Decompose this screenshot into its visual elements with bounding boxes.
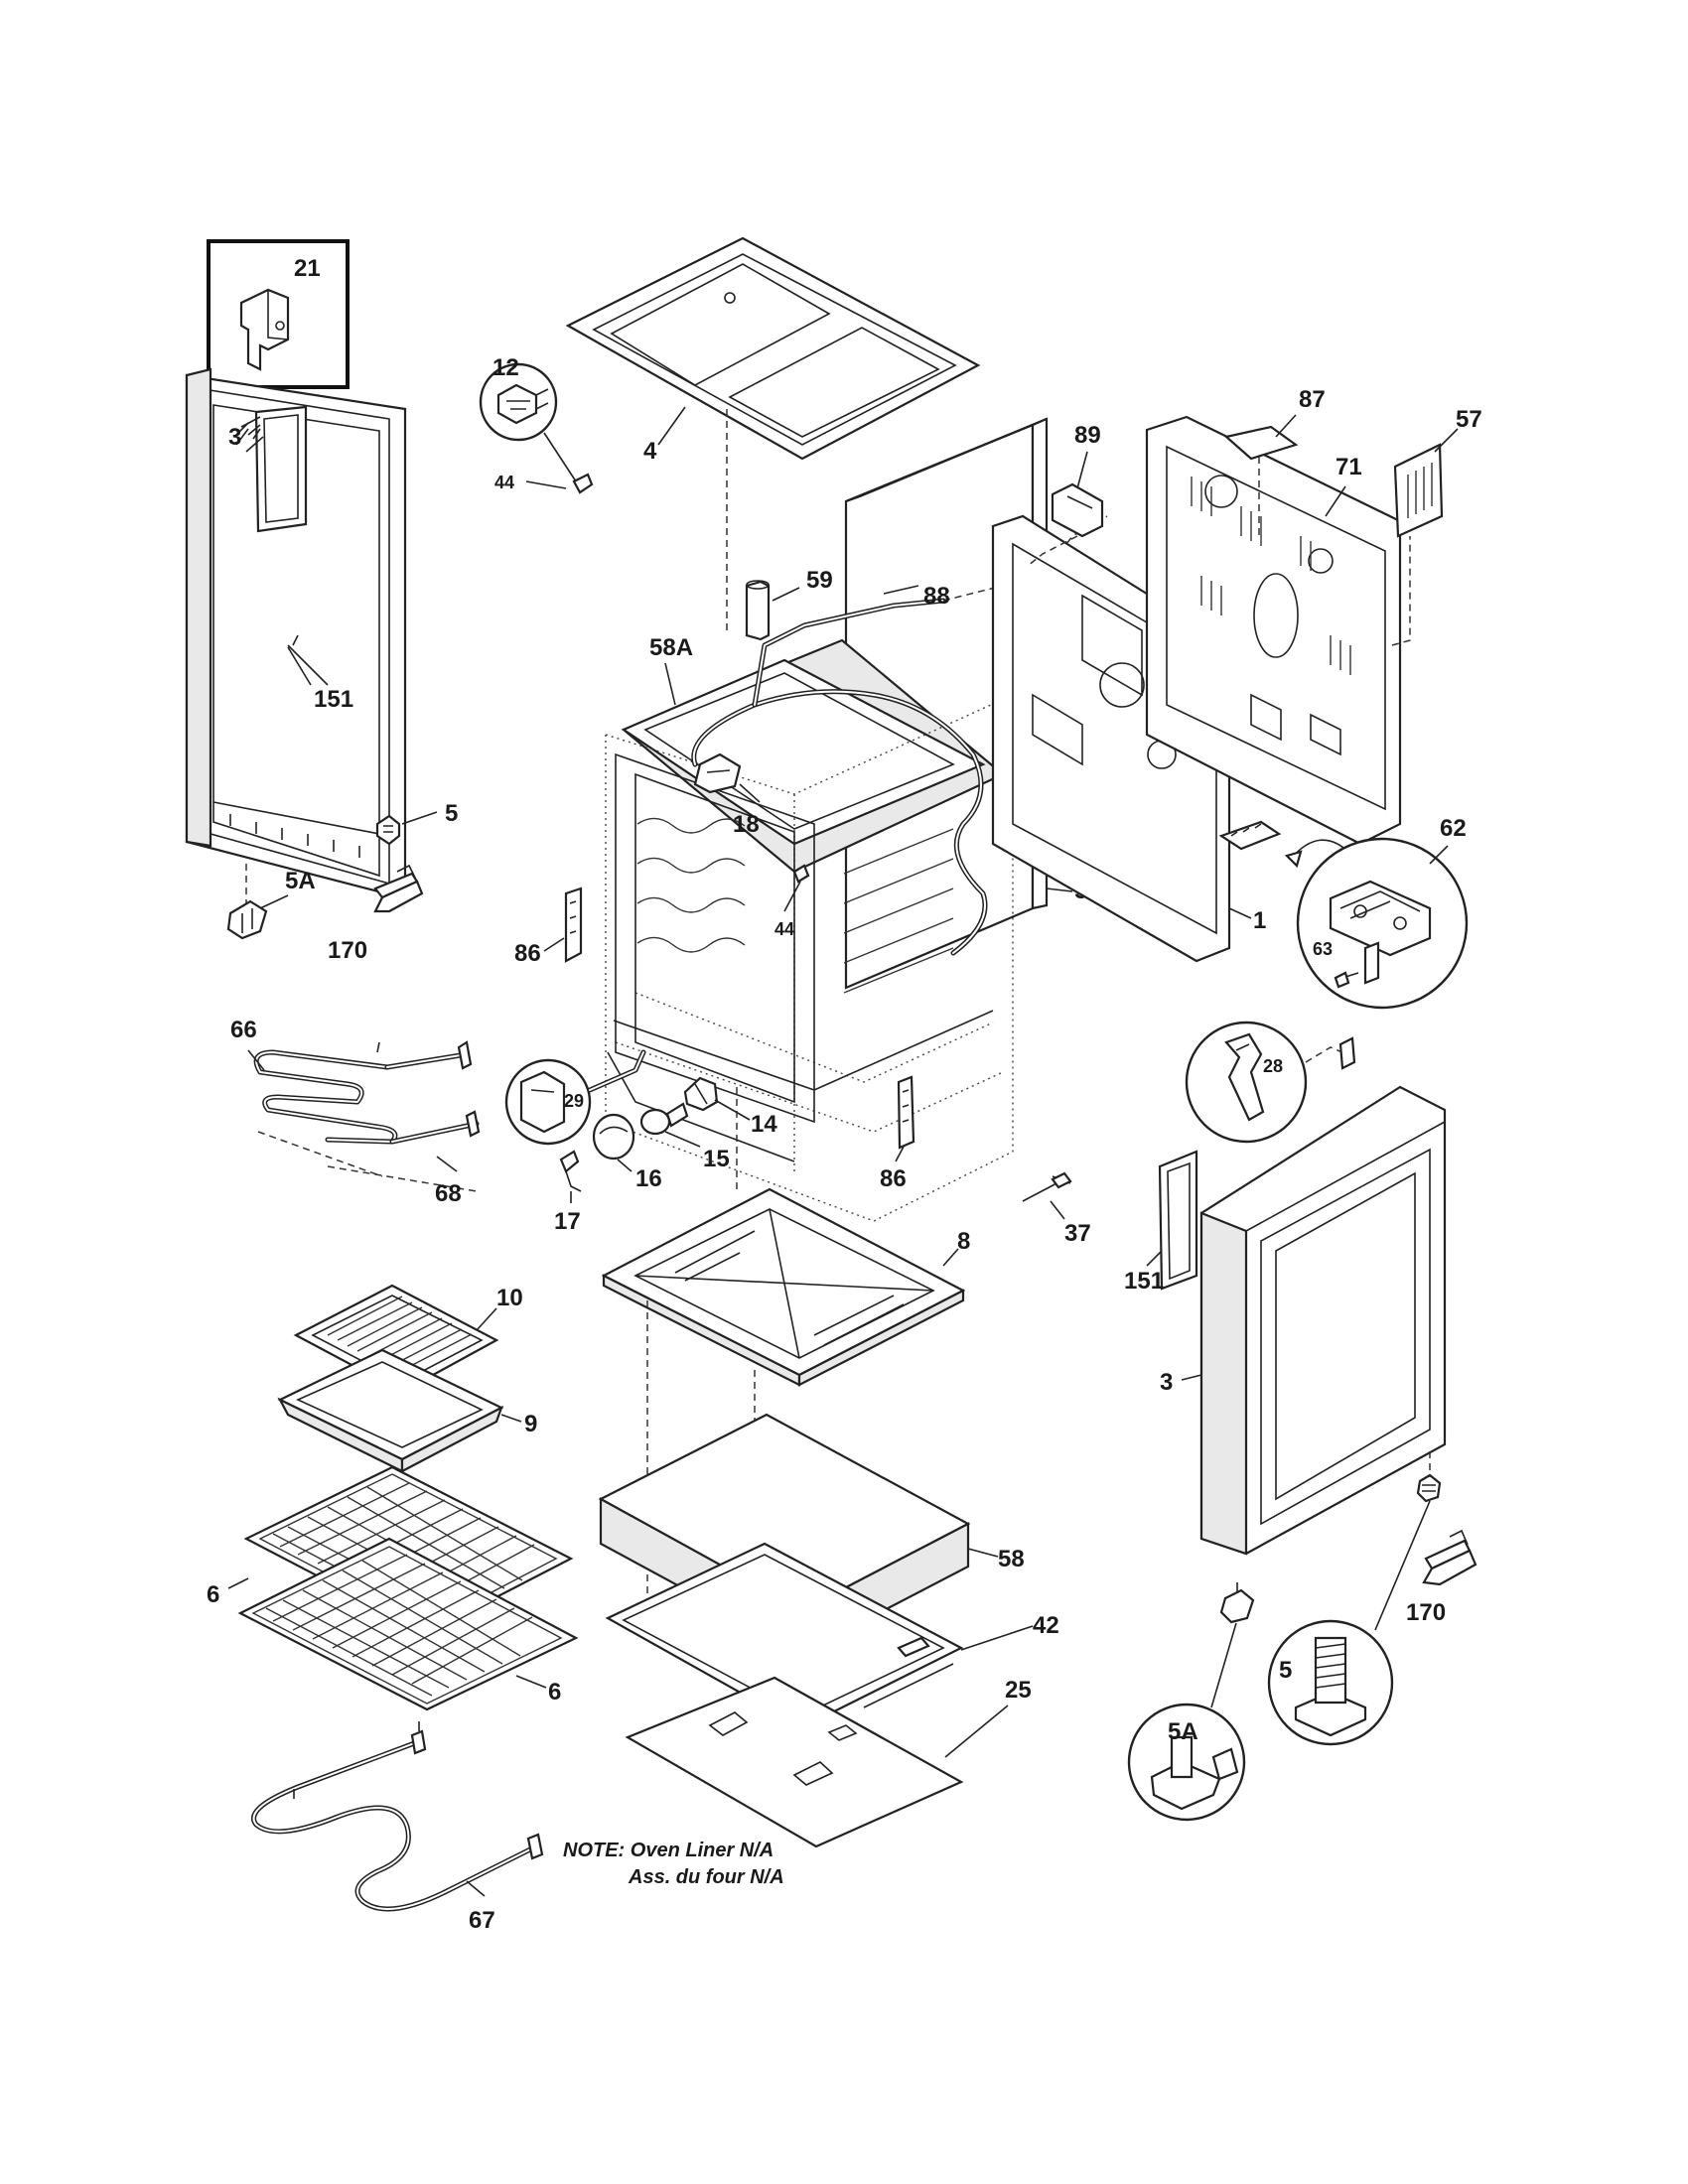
label-15: 15	[703, 1146, 730, 1172]
label-5A-right: 5A	[1168, 1718, 1198, 1745]
part-15-bulb: 15	[639, 1102, 730, 1172]
part-5-left-hinge: 5 5A	[226, 800, 458, 940]
part-86-right-bracket: 86	[880, 1075, 915, 1192]
label-3-left: 3	[228, 424, 241, 451]
label-68: 68	[435, 1180, 462, 1207]
label-4: 4	[643, 438, 657, 465]
note-block: NOTE: Oven Liner N/A Ass. du four N/A	[563, 1840, 784, 1888]
part-29-inset: 29	[504, 1049, 646, 1146]
part-25-bottom-panel: 25	[625, 1676, 1032, 1848]
part-67-bake-element: 67	[251, 1721, 544, 1934]
part-59: 59	[745, 567, 833, 641]
label-57: 57	[1456, 406, 1482, 433]
part-66-broil-element: 66 68	[230, 1017, 481, 1207]
label-6-upper: 6	[207, 1581, 219, 1608]
label-29: 29	[564, 1091, 584, 1111]
part-10-broiler-grid: 10	[293, 1284, 523, 1394]
label-58: 58	[998, 1546, 1025, 1572]
label-37: 37	[1064, 1220, 1091, 1247]
part-28-inset: 28	[1185, 1021, 1356, 1144]
label-5-right: 5	[1279, 1657, 1292, 1684]
note-line-2: Ass. du four N/A	[628, 1866, 784, 1888]
part-37-wire: 37	[1022, 1171, 1091, 1247]
label-88: 88	[923, 583, 950, 610]
label-21: 21	[294, 255, 321, 282]
label-151-right: 151	[1124, 1268, 1164, 1295]
part-17-clip: 17	[554, 1150, 582, 1235]
part-3-left-door: 3 151	[185, 367, 407, 900]
part-5-right-leg: 5	[1267, 1451, 1442, 1746]
part-12-inset: 12 44	[479, 354, 594, 494]
label-86-right: 86	[880, 1165, 907, 1192]
part-3-right-door: 3	[1160, 1085, 1447, 1556]
part-62-inset: 63 62	[1296, 815, 1469, 1010]
label-42: 42	[1033, 1612, 1059, 1639]
part-8-pan: 8	[601, 1187, 970, 1387]
label-89: 89	[1074, 422, 1101, 449]
label-58A: 58A	[649, 634, 693, 661]
label-44-mid: 44	[774, 919, 794, 939]
rear-panel-assembly: 1 71 87 89 57	[991, 386, 1482, 963]
part-14-socket: 14	[683, 1076, 777, 1138]
guide-lines	[646, 1087, 756, 1722]
part-170-left-bracket: 170	[328, 864, 424, 964]
label-14: 14	[751, 1111, 777, 1138]
part-9-broiler-pan: 9	[277, 1348, 537, 1473]
label-6-lower: 6	[548, 1679, 561, 1706]
label-18: 18	[733, 811, 760, 838]
note-line-1: NOTE: Oven Liner N/A	[563, 1840, 774, 1861]
part-170-right-bracket: 170	[1406, 1529, 1477, 1626]
label-1: 1	[1253, 907, 1266, 934]
label-16: 16	[635, 1165, 662, 1192]
label-86-left: 86	[514, 940, 541, 967]
label-5-left: 5	[445, 800, 458, 827]
label-62: 62	[1440, 815, 1467, 842]
label-8: 8	[957, 1228, 970, 1255]
part-21-inset: 21	[207, 239, 350, 389]
label-25: 25	[1005, 1677, 1032, 1704]
label-10: 10	[496, 1285, 523, 1311]
label-12: 12	[492, 354, 519, 381]
part-151-right: 151	[1124, 1150, 1198, 1295]
part-6-oven-racks: 6 6	[207, 1465, 579, 1711]
label-9: 9	[524, 1411, 537, 1437]
label-170-right: 170	[1406, 1599, 1446, 1626]
label-3-right: 3	[1160, 1369, 1173, 1396]
label-170-left: 170	[328, 937, 367, 964]
part-4-top-panel: 4	[565, 236, 981, 635]
label-17: 17	[554, 1208, 581, 1235]
label-87: 87	[1299, 386, 1326, 413]
label-151-left: 151	[314, 686, 353, 713]
label-44-top: 44	[494, 473, 514, 492]
label-28: 28	[1263, 1056, 1283, 1076]
part-42-tray: 42	[605, 1542, 1059, 1729]
label-59: 59	[806, 567, 833, 594]
label-67: 67	[469, 1907, 495, 1934]
label-5A-left: 5A	[285, 868, 316, 894]
label-66: 66	[230, 1017, 257, 1043]
part-5A-right-leg: 5A	[1127, 1582, 1255, 1822]
label-63: 63	[1313, 939, 1333, 959]
part-16-lens: 16	[592, 1113, 662, 1192]
label-71: 71	[1336, 454, 1362, 480]
